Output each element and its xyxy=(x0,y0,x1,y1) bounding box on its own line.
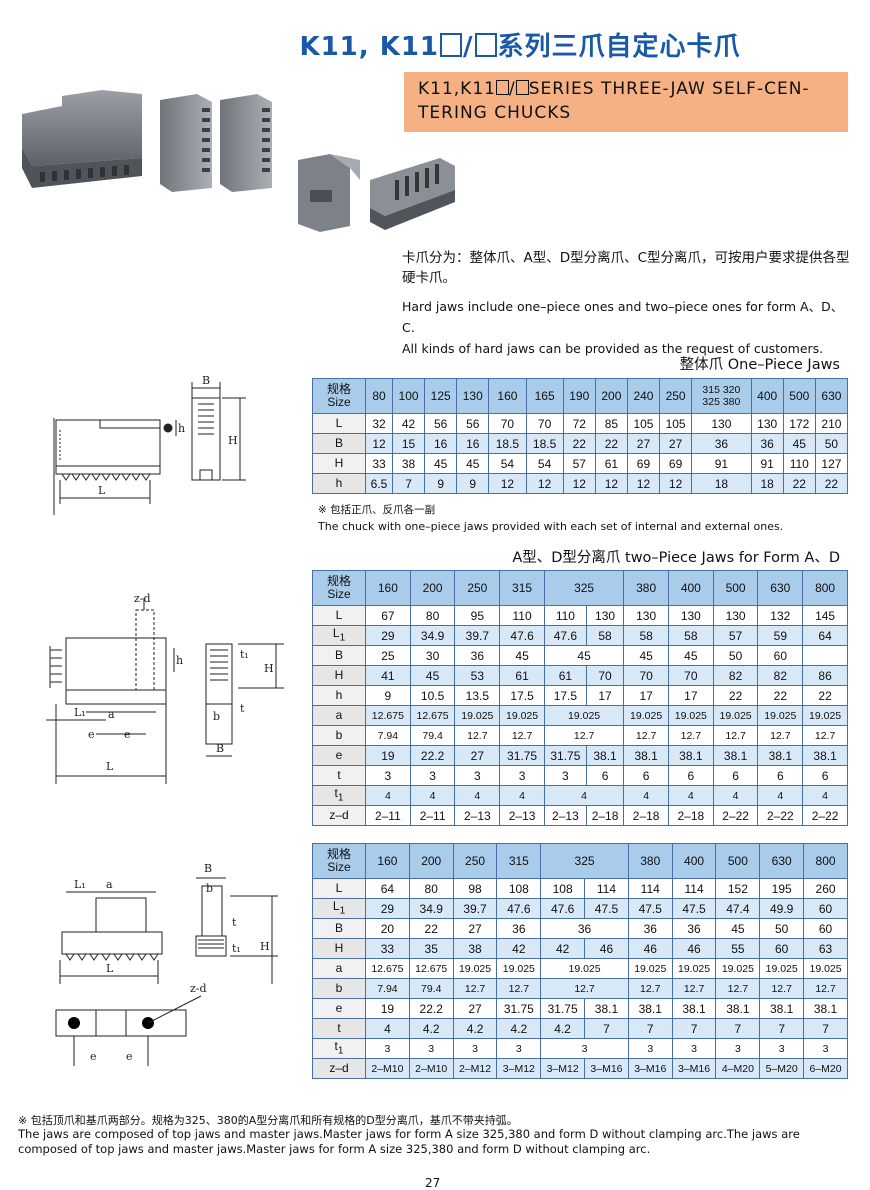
size-cell: 80 xyxy=(365,378,393,414)
svg-text:e: e xyxy=(124,728,131,741)
svg-text:a: a xyxy=(108,708,115,721)
svg-text:h: h xyxy=(176,654,183,667)
size-cell: 400 xyxy=(750,378,784,414)
size-cell: 100 xyxy=(391,378,426,414)
svg-text:b: b xyxy=(206,882,213,895)
size-cell: 125 xyxy=(424,378,458,414)
size-cell: 160 xyxy=(488,378,527,414)
svg-text:H: H xyxy=(264,662,274,675)
svg-text:B: B xyxy=(216,742,224,755)
table1-footnote-en: The chuck with one–piece jaws provided w… xyxy=(318,520,784,533)
svg-text:H: H xyxy=(260,940,270,953)
svg-text:t₁: t₁ xyxy=(240,648,249,661)
svg-text:t: t xyxy=(232,916,237,929)
svg-text:e: e xyxy=(90,1050,97,1063)
svg-text:L₁: L₁ xyxy=(74,878,86,891)
svg-text:L: L xyxy=(106,760,114,773)
svg-text:z-d: z-d xyxy=(134,592,151,605)
svg-text:H: H xyxy=(228,434,238,447)
jaw-types-note-en: Hard jaws include one–piece ones and two… xyxy=(402,299,844,356)
svg-text:B: B xyxy=(204,862,212,875)
size-cell: 200 xyxy=(594,378,628,414)
one-piece-jaw-drawing: L B H h xyxy=(53,374,246,515)
size-cell: 500 xyxy=(782,378,816,414)
two-piece-jaws-title: A型、D型分离爪 two–Piece Jaws for Form A、D xyxy=(512,550,840,566)
svg-text:h: h xyxy=(178,422,185,435)
size-cell: 130 xyxy=(456,378,490,414)
english-title-banner: K11,K11/SERIES THREE-JAW SELF-CEN- TERIN… xyxy=(404,72,848,132)
size-cell: 630 xyxy=(814,378,849,414)
svg-text:z-d: z-d xyxy=(190,982,207,995)
two-piece-jaw-form-a-drawing: z-d L₁ a e e L B b H t₁ t h xyxy=(46,592,284,784)
placeholder-box-icon xyxy=(515,80,529,95)
size-cell: 190 xyxy=(562,378,596,414)
svg-text:e: e xyxy=(126,1050,133,1063)
product-photo-two-piece-jaws xyxy=(298,154,455,232)
svg-text:L: L xyxy=(98,484,106,497)
size-cell: 165 xyxy=(525,378,564,414)
placeholder-box-icon xyxy=(440,33,463,57)
svg-text:t: t xyxy=(240,702,245,715)
two-piece-jaw-form-d-drawing: L₁ a L B b H t₁ t z-d e e xyxy=(55,862,278,1066)
size-cell: 250 xyxy=(659,378,693,414)
product-photo-one-piece-jaws xyxy=(22,90,272,192)
page-title: K11, K11/系列三爪自定心卡爪 xyxy=(299,32,741,62)
page-number: 27 xyxy=(425,1176,441,1190)
table1-footnote-cn: ※ 包括正爪、反爪各一副 xyxy=(318,504,436,516)
bottom-note-en: The jaws are composed of top jaws and ma… xyxy=(18,1127,800,1156)
svg-text:L₁: L₁ xyxy=(74,706,86,719)
svg-text:a: a xyxy=(106,878,113,891)
bottom-note-cn: ※ 包括顶爪和基爪两部分。规格为325、380的A型分离爪和所有规格的D型分离爪… xyxy=(18,1114,518,1127)
placeholder-box-icon xyxy=(495,80,509,95)
jaw-types-note-cn: 卡爪分为：整体爪、A型、D型分离爪、C型分离爪，可按用户要求提供各型硬卡爪。 xyxy=(402,250,850,286)
one-piece-jaws-title: 整体爪 One–Piece Jaws xyxy=(679,357,840,373)
svg-text:t₁: t₁ xyxy=(232,942,241,955)
svg-text:L: L xyxy=(106,962,114,975)
svg-text:e: e xyxy=(88,728,95,741)
svg-text:B: B xyxy=(202,374,210,387)
svg-text:b: b xyxy=(213,710,220,723)
placeholder-box-icon xyxy=(474,33,497,57)
size-cell: 240 xyxy=(626,378,661,414)
size-cell: 315 320 325 380 xyxy=(691,378,752,414)
